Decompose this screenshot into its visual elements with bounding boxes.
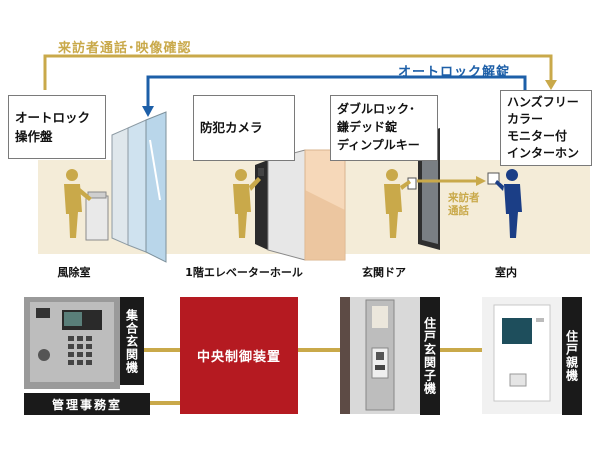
- entrance-door-panel: [422, 134, 438, 244]
- autolock-release-flow-label: オートロック解錠: [398, 65, 511, 80]
- camera-device: [258, 168, 264, 176]
- room-indoor: 室内: [495, 266, 517, 279]
- visitor-figure-1: [64, 169, 92, 238]
- double-lock-callout: ダブルロック･ 鎌デッド錠 ディンプルキー: [330, 95, 438, 161]
- autolock-panel-callout: オートロック 操作盤: [8, 95, 106, 159]
- visitor-figure-2: [233, 169, 261, 238]
- handsfree-intercom-callout: ハンズフリー カラー モニター付 インターホン: [500, 90, 592, 166]
- room-elevator-hall: 1階エレベーターホール: [185, 266, 303, 279]
- management-office-label: 管理事務室: [24, 393, 150, 415]
- autolock-release-arrowhead: [142, 106, 154, 117]
- room-windbreak: 風除室: [57, 266, 91, 279]
- lobby-unit-label: 集合玄関機: [120, 297, 144, 385]
- central-control-unit: 中央制御装置: [180, 297, 298, 414]
- visitor-call-line: [43, 54, 553, 90]
- visitor-call-arrowhead: [545, 80, 557, 90]
- security-camera-callout: 防犯カメラ: [193, 95, 295, 161]
- resident-figure: [495, 169, 522, 238]
- autolock-release-line: [146, 75, 527, 110]
- glass-door-right: [145, 111, 167, 263]
- door-unit-label: 住戸玄関子機: [420, 297, 440, 415]
- glass-door-mid: [127, 119, 147, 253]
- indoor-monitor-device: [487, 172, 500, 185]
- visitor-figure-3: [384, 169, 411, 238]
- panel-stand: [85, 195, 109, 241]
- room-entrance-door: 玄関ドア: [362, 266, 406, 279]
- master-unit-label: 住戸親機: [562, 297, 582, 415]
- hall-door-panel: [267, 149, 306, 261]
- visitor-call-label: 来訪者 通話: [448, 192, 480, 217]
- visitor-call-flow-label: 来訪者通話･映像確認: [58, 41, 192, 56]
- glass-door-left: [111, 127, 129, 246]
